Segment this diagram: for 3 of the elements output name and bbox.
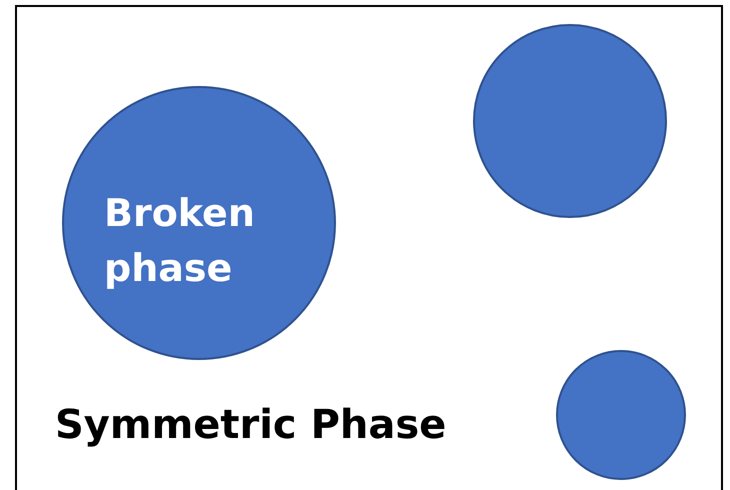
frame-label: Symmetric Phase [55,405,446,445]
circle-label: Broken phase [104,190,256,292]
frame [15,5,723,490]
